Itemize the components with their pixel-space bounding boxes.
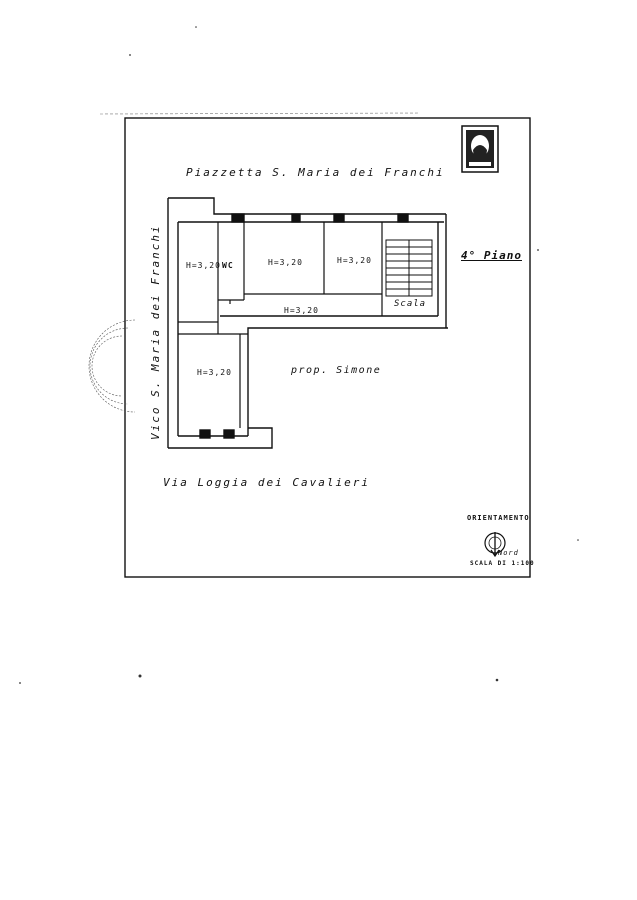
north-arrow-icon: [484, 532, 506, 558]
building-walls: [167, 197, 448, 449]
scan-marks: [19, 26, 579, 684]
room-center-height: H=3,20: [268, 258, 303, 267]
top-scan-line: [99, 112, 421, 115]
wc-label: WC: [222, 261, 234, 270]
room-ne-height: H=3,20: [337, 256, 372, 265]
sheet-border: [124, 117, 531, 578]
street-west-label: Vico S. Maria dei Franchi: [149, 224, 162, 440]
north-label: Nord: [498, 549, 519, 557]
room-nw-height: H=3,20: [186, 261, 221, 270]
scale-label: SCALA DI 1:100: [470, 560, 535, 567]
street-north-label: Piazzetta S. Maria dei Franchi: [186, 166, 445, 179]
floor-label: 4° Piano: [461, 249, 522, 262]
corridor-height: H=3,20: [284, 306, 319, 315]
orientation-title: ORIENTAMENTO: [467, 514, 530, 522]
neighbor-label: prop. Simone: [291, 365, 382, 376]
staircase: [385, 239, 433, 297]
compass-arc-marks: [88, 319, 136, 413]
room-sw-height: H=3,20: [197, 368, 232, 377]
street-south-label: Via Loggia dei Cavalieri: [163, 476, 370, 489]
stairs-label: Scala: [394, 299, 427, 309]
interior-partitions: [178, 222, 383, 428]
stamp-icon: [461, 125, 499, 173]
